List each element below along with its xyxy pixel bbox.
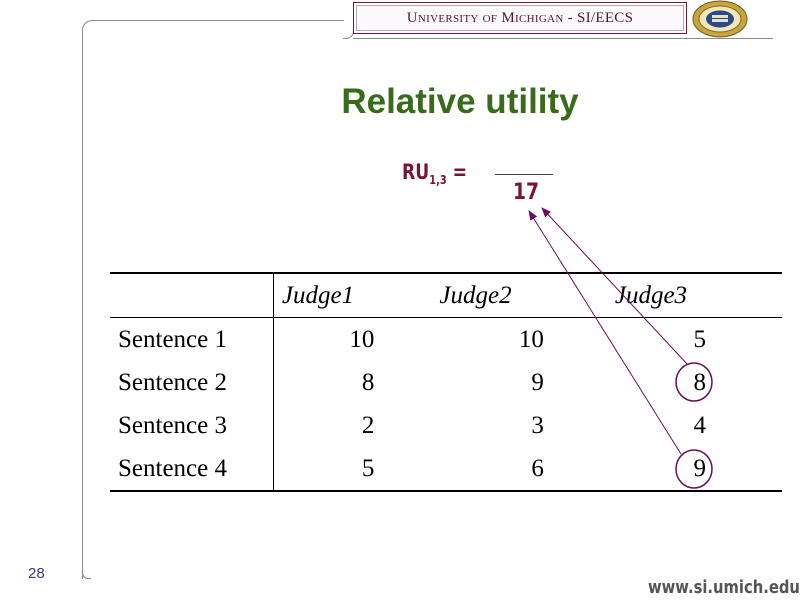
cell-value: 9 [531,368,544,396]
header-judge3: Judge3 [596,273,782,318]
slide-title: Relative utility [341,82,579,121]
cell-value: 5 [693,325,707,353]
table-row: Sentence 3 2 3 4 [110,404,782,447]
university-seal-icon [692,0,748,38]
slide-frame-corner [82,568,91,579]
row-label: Sentence 4 [110,447,274,491]
formula-label: RU1,3 = [402,160,467,187]
cell-value: 5 [361,454,375,482]
header-judge1: Judge1 [273,273,435,318]
page-number: 28 [28,565,45,582]
banner-text: University of Michigan - SI/EECS [406,9,634,26]
judge-scores-table: Judge1 Judge2 Judge3 Sentence 1 10 10 5 … [110,272,782,492]
formula-equals: = [446,160,468,184]
slide-frame-top [92,20,344,21]
row-label: Sentence 2 [110,361,274,404]
formula-ru: RU [402,160,430,184]
cell-value: 10 [349,325,375,353]
footer-url: www.si.umich.edu [648,577,800,598]
formula-denominator: 17 [513,180,540,205]
slide-frame-left [82,20,93,579]
fraction-line [495,174,553,175]
cell-value-circled: 9 [693,454,707,482]
header-blank [110,273,274,318]
cell-value: 10 [518,325,544,353]
header-banner: University of Michigan - SI/EECS [353,2,687,34]
slide-frame-top-right [353,38,773,39]
cell-value: 4 [693,411,707,439]
row-label: Sentence 3 [110,404,274,447]
table-row: Sentence 4 5 6 9 [110,447,782,491]
table-row: Sentence 2 8 9 8 [110,361,782,404]
formula-subscript: 1,3 [429,173,447,187]
cell-value: 3 [531,411,544,439]
table-header-row: Judge1 Judge2 Judge3 [110,273,782,318]
cell-value-circled: 8 [693,368,707,396]
cell-value: 2 [361,411,375,439]
header-judge2: Judge2 [434,273,597,318]
row-label: Sentence 1 [110,317,274,361]
cell-value: 6 [531,454,544,482]
cell-value: 8 [361,368,375,396]
table-row: Sentence 1 10 10 5 [110,317,782,361]
